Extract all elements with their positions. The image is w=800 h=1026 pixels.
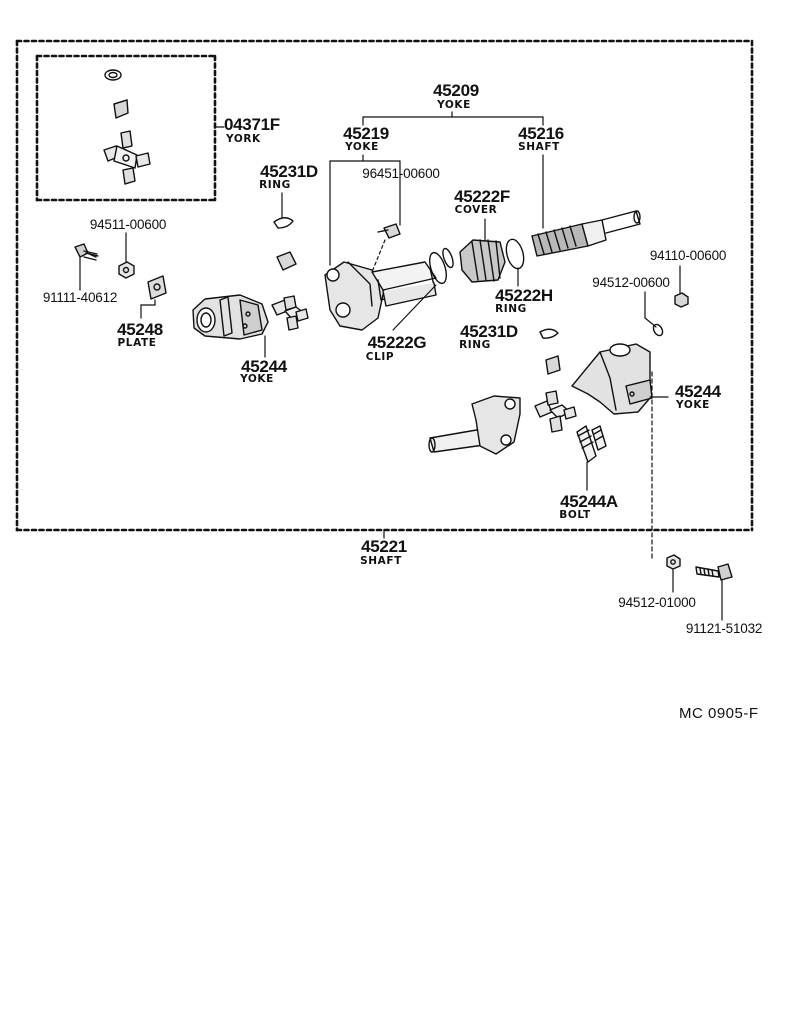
label-45222f-name: COVER bbox=[454, 204, 498, 216]
label-45244-left-number: 45244 bbox=[241, 357, 287, 376]
plate-45248-drawing bbox=[148, 276, 166, 299]
shaft-45216-drawing bbox=[532, 211, 640, 256]
label-45244-right-name: YOKE bbox=[676, 399, 710, 411]
yoke-lower-drawing bbox=[429, 396, 520, 454]
label-94511-number: 94511-00600 bbox=[89, 217, 167, 232]
bolt-91111-drawing bbox=[75, 244, 98, 260]
yoke-45244-left-drawing bbox=[193, 295, 268, 339]
kit-bearing-cup-drawing bbox=[114, 100, 128, 118]
shaft-tube-drawing bbox=[372, 262, 436, 306]
nut-94511-drawing bbox=[119, 262, 134, 278]
label-96451-number: 96451-00600 bbox=[362, 166, 440, 181]
ring-45222h-drawing bbox=[503, 237, 526, 270]
label-04371f-name: YORK bbox=[226, 133, 261, 145]
yoke-45219-drawing bbox=[325, 262, 384, 330]
kit-ring-drawing bbox=[105, 70, 121, 80]
pin-96451-drawing bbox=[378, 224, 400, 238]
ring-45231d-b-drawing bbox=[540, 329, 558, 338]
label-45209-name: YOKE bbox=[437, 99, 471, 111]
assembly-frame bbox=[17, 41, 752, 530]
washer-94512-b-drawing bbox=[667, 555, 680, 569]
label-45248-number: 45248 bbox=[117, 320, 163, 339]
spider-left-drawing bbox=[272, 296, 308, 330]
label-04371f-number: 04371F bbox=[224, 115, 280, 134]
label-45221-name: SHAFT bbox=[360, 555, 402, 567]
label-45244a-number: 45244A bbox=[560, 492, 618, 511]
label-45216-name: SHAFT bbox=[518, 141, 560, 153]
label-45231d-b-number: 45231D bbox=[460, 322, 518, 341]
kit-frame bbox=[37, 56, 215, 200]
label-45222g-number: 45222G bbox=[367, 333, 427, 352]
cover-45222f-drawing bbox=[460, 240, 505, 282]
label-45219-number: 45219 bbox=[343, 124, 389, 143]
label-45248-name: PLATE bbox=[117, 337, 157, 349]
label-45222g-name: CLIP bbox=[365, 351, 395, 363]
label-45222f-number: 45222F bbox=[454, 187, 510, 206]
diagram-reference: MC 0905-F bbox=[679, 705, 759, 722]
label-45244-left-name: YOKE bbox=[240, 373, 274, 385]
bolt-91121-drawing bbox=[696, 564, 732, 580]
bearing-cup-b-drawing bbox=[546, 356, 560, 374]
clip-45222g-drawing bbox=[426, 251, 449, 286]
label-91111-number: 91111-40612 bbox=[42, 290, 118, 305]
bolt-45244a-drawing bbox=[577, 426, 606, 462]
label-45244-right-number: 45244 bbox=[675, 382, 721, 401]
ring-small-drawing bbox=[441, 247, 455, 269]
label-45216-number: 45216 bbox=[518, 124, 564, 143]
label-45231d-b-name: RING bbox=[459, 339, 491, 351]
label-91121-number: 91121-51032 bbox=[685, 621, 763, 636]
washer-94512-a-drawing bbox=[652, 323, 665, 337]
yoke-45244-right-drawing bbox=[572, 344, 652, 414]
label-94512-a-number: 94512-00600 bbox=[592, 275, 670, 290]
label-45222h-name: RING bbox=[495, 303, 527, 315]
nut-94110-drawing bbox=[675, 293, 688, 307]
leader-lines bbox=[80, 112, 722, 620]
label-45222h-number: 45222H bbox=[495, 286, 553, 305]
label-45244a-name: BOLT bbox=[559, 509, 591, 521]
label-94110-number: 94110-00600 bbox=[649, 248, 727, 263]
label-45231d-name: RING bbox=[259, 179, 291, 191]
label-45209-number: 45209 bbox=[433, 81, 479, 100]
label-45231d-number: 45231D bbox=[260, 162, 318, 181]
spider-right-drawing bbox=[535, 391, 576, 432]
kit-spider-drawing bbox=[104, 131, 150, 184]
bearing-cup-drawing bbox=[277, 252, 296, 270]
label-94512-b-number: 94512-01000 bbox=[618, 595, 696, 610]
ring-45231d-drawing bbox=[274, 218, 293, 228]
label-45219-name: YOKE bbox=[345, 141, 379, 153]
label-45221-number: 45221 bbox=[361, 537, 407, 556]
